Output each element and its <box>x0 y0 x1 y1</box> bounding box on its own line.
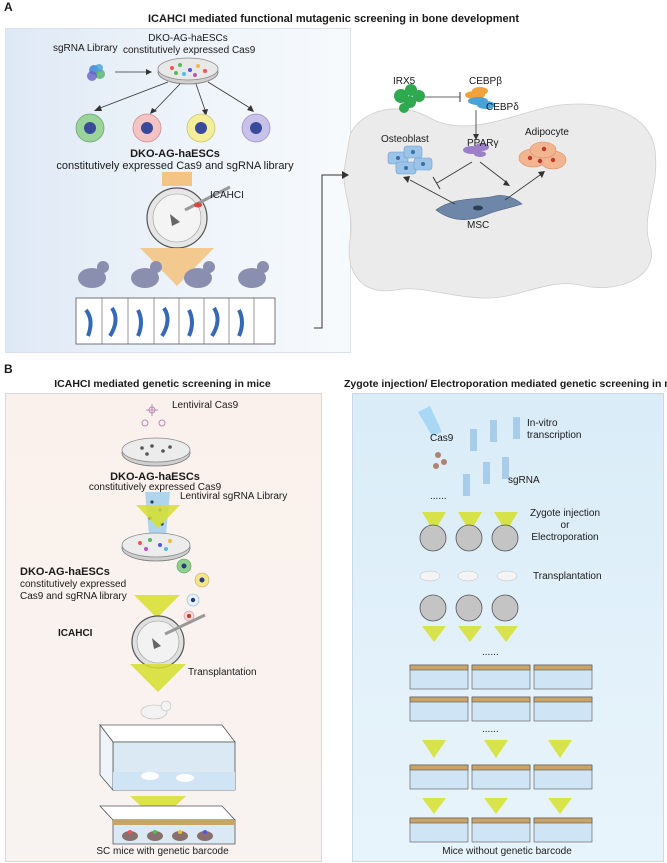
cebpb-label: CEBPβ <box>469 76 502 87</box>
dko-line2: constitutively expressed Cas9 <box>123 45 256 56</box>
dko-line1: DKO-AG-haESCs <box>148 33 228 44</box>
irx5-protein <box>394 84 425 113</box>
haesc-cells-b <box>176 558 210 622</box>
white-mice-row <box>419 570 518 582</box>
sgrna-library-icon <box>87 64 105 81</box>
ivt-label-1: In-vitro <box>527 418 558 429</box>
cas9-label: Cas9 <box>430 433 454 444</box>
haesc-cells-row <box>75 113 271 143</box>
arrow-row-3 <box>422 740 572 758</box>
zygote-row-2 <box>419 594 519 642</box>
white-mouse-b <box>140 700 172 720</box>
irx5-label: IRX5 <box>393 76 416 87</box>
pparg-protein <box>463 143 489 157</box>
icahci-dish-a <box>146 185 231 249</box>
panel-b-letter: B <box>4 362 13 376</box>
pparg-label: PPARγ <box>467 138 499 149</box>
transplantation-label-r: Transplantation <box>533 571 602 582</box>
mice-row-a <box>78 261 269 288</box>
msc-label: MSC <box>467 220 490 231</box>
dko-sub-b2b: Cas9 and sgRNA library <box>20 591 127 602</box>
zygote-row-1 <box>419 512 519 552</box>
icahci-label-b: ICAHCI <box>58 628 93 639</box>
icahci-dish-b <box>131 613 206 669</box>
sgrna-library-label: sgRNA Library <box>53 43 118 54</box>
panel-b-right-title: Zygote injection/ Electroporation mediat… <box>344 378 667 390</box>
dots-1: ...... <box>430 491 447 502</box>
adipocyte-label: Adipocyte <box>525 127 569 138</box>
panel-a-letter: A <box>4 0 13 14</box>
culture-dish-b2 <box>121 532 191 562</box>
adipocyte-cells <box>518 141 567 170</box>
dko-bold-label: DKO-AG-haESCs <box>130 148 220 160</box>
cage-b2 <box>99 805 236 845</box>
lentiviral-cas9-label: Lentiviral Cas9 <box>172 400 239 411</box>
zygote-injection-3: Electroporation <box>531 532 599 543</box>
arrow-row-4 <box>422 798 572 814</box>
panel-a-title: ICAHCI mediated functional mutagenic scr… <box>148 13 519 25</box>
sc-mice-footer: SC mice with genetic barcode <box>96 846 229 857</box>
icahci-label: ICAHCI <box>210 190 244 201</box>
culture-dish-a <box>157 57 219 85</box>
connector-arrow <box>314 174 342 329</box>
cebp-proteins <box>465 87 495 109</box>
zygote-injection-1: Zygote injection <box>529 508 601 519</box>
osteoblast-cells <box>387 145 433 175</box>
dots-3: ...... <box>482 724 499 735</box>
panel-b-left-title: ICAHCI mediated genetic screening in mic… <box>54 378 271 390</box>
dko-sub-label: constitutively expressed Cas9 and sgRNA … <box>56 160 294 172</box>
ivt-label-2: transcription <box>527 430 582 441</box>
ivt-vials <box>418 406 520 496</box>
dots-2: ...... <box>482 647 499 658</box>
cage-grid-3 <box>409 817 593 843</box>
mice-without-barcode-footer: Mice without genetic barcode <box>442 846 572 857</box>
dko-bold-b1: DKO-AG-haESCs <box>110 471 200 483</box>
zygote-injection-2: or <box>560 520 570 531</box>
culture-dish-b1 <box>121 437 191 467</box>
dko-sub-b2a: constitutively expressed <box>20 579 127 590</box>
osteoblast-label: Osteoblast <box>381 134 429 145</box>
cage-grid-2 <box>409 764 593 790</box>
skeleton-strip <box>75 297 276 345</box>
sgrna-label: sgRNA <box>508 475 540 486</box>
lentiviral-sgrna-label: Lentiviral sgRNA Library <box>180 491 288 502</box>
cage-grid-1 <box>409 664 593 722</box>
dko-sub-b1: constitutively expressed Cas9 <box>88 482 222 493</box>
dko-bold-b2: DKO-AG-haESCs <box>20 566 110 578</box>
lentiviral-cas9-icon <box>141 404 166 427</box>
transplantation-label-b: Transplantation <box>188 667 257 678</box>
cebpd-label: CEBPδ <box>486 102 519 113</box>
cage-b1 <box>99 723 236 792</box>
